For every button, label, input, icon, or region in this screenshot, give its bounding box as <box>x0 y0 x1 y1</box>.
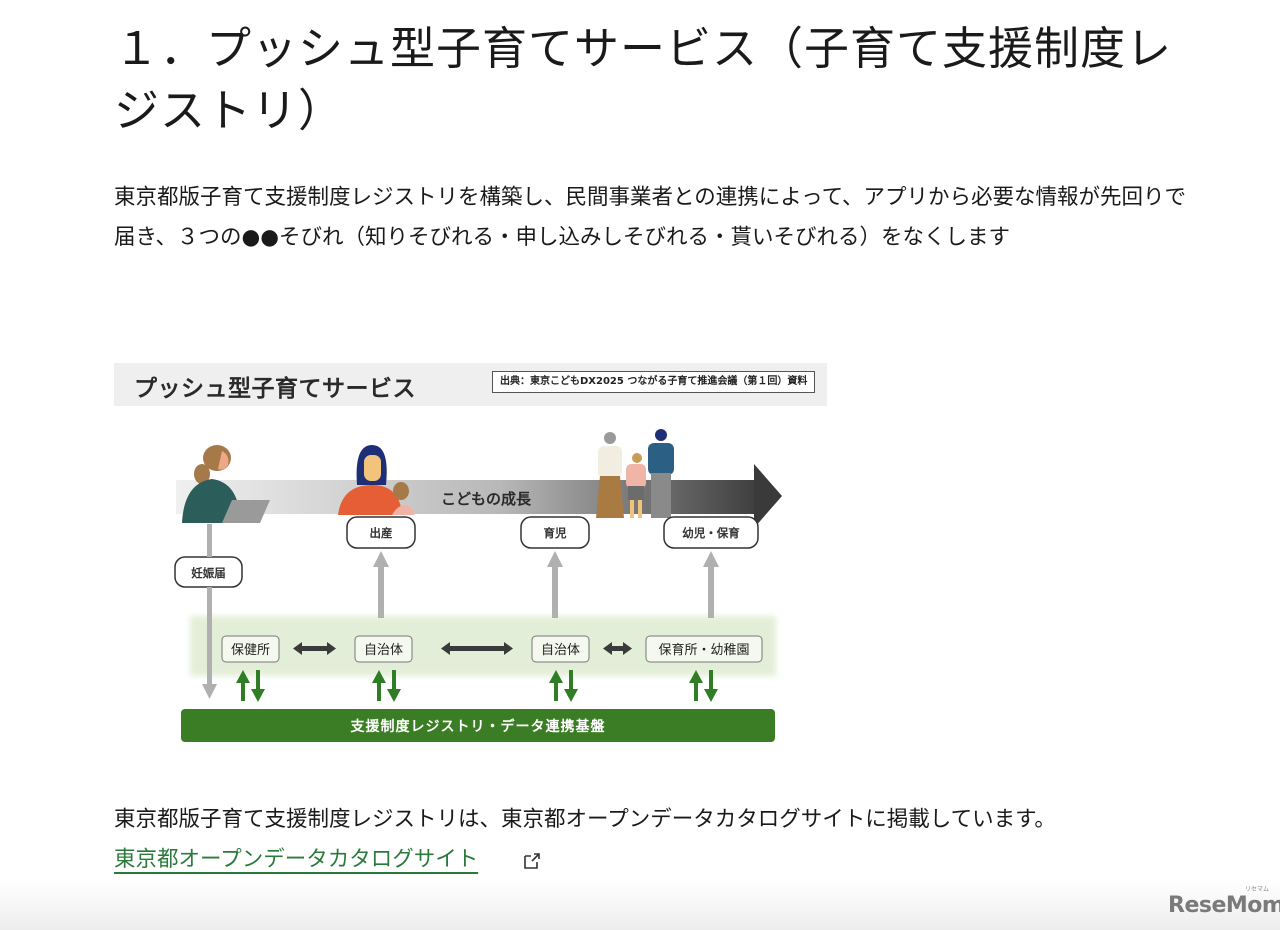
figure-title: プッシュ型子育てサービス <box>134 376 416 402</box>
stage-label: 育児 <box>544 526 567 540</box>
agency-label: 自治体 <box>541 643 580 658</box>
link-arrows <box>293 642 632 655</box>
agency-box-health-center: 保健所 <box>221 635 280 663</box>
stage-label: 妊娠届 <box>191 566 226 580</box>
agency-box-municipality-1: 自治体 <box>354 635 413 663</box>
agency-label: 保育所・幼稚園 <box>658 642 749 658</box>
stage-box-birth: 出産 <box>346 516 416 549</box>
platform-label: 支援制度レジストリ・データ連携基盤 <box>350 718 606 735</box>
figure-source: 出典：東京こどもDX2025 つながる子育て推進会議（第１回）資料 <box>492 371 816 393</box>
agency-label: 保健所 <box>231 643 270 658</box>
platform-bar: 支援制度レジストリ・データ連携基盤 <box>181 709 775 742</box>
stage-box-childcare: 育児 <box>520 516 590 549</box>
agency-label: 自治体 <box>364 643 403 658</box>
body-paragraph: 東京都版子育て支援制度レジストリは、東京都オープンデータカタログサイトに掲載して… <box>114 807 1056 832</box>
figure-diagram: こどもの成長 <box>174 429 782 742</box>
stage-label: 出産 <box>370 526 393 540</box>
sync-arrows <box>236 670 718 702</box>
agency-box-municipality-2: 自治体 <box>531 635 590 663</box>
watermark-ruby: リセマム <box>1245 886 1270 893</box>
mother-baby-illustration <box>338 445 415 515</box>
resemom-watermark: ReseMom <box>1168 893 1280 918</box>
intro-paragraph: 東京都版子育て支援制度レジストリを構築し、民間事業者との連携によって、アプリから… <box>114 185 1186 250</box>
external-link-icon[interactable] <box>523 852 541 870</box>
pregnant-woman-illustration <box>182 445 270 523</box>
bottom-fade <box>0 880 1280 930</box>
figure-header: プッシュ型子育てサービス 出典：東京こどもDX2025 つながる子育て推進会議（… <box>114 363 827 406</box>
gray-arrows <box>202 524 719 699</box>
open-data-catalog-link[interactable]: 東京都オープンデータカタログサイト <box>114 847 479 872</box>
push-service-figure: プッシュ型子育てサービス 出典：東京こどもDX2025 つながる子育て推進会議（… <box>114 363 827 748</box>
stage-box-pregnancy: 妊娠届 <box>174 556 243 588</box>
page-title: １．プッシュ型子育てサービス（子育て支援制度レジストリ） <box>114 22 1173 137</box>
stage-box-preschool: 幼児・保育 <box>663 516 759 549</box>
growth-label: こどもの成長 <box>441 490 532 508</box>
agency-box-nursery: 保育所・幼稚園 <box>645 635 763 663</box>
stage-label: 幼児・保育 <box>682 526 740 540</box>
family-illustration <box>596 429 674 518</box>
